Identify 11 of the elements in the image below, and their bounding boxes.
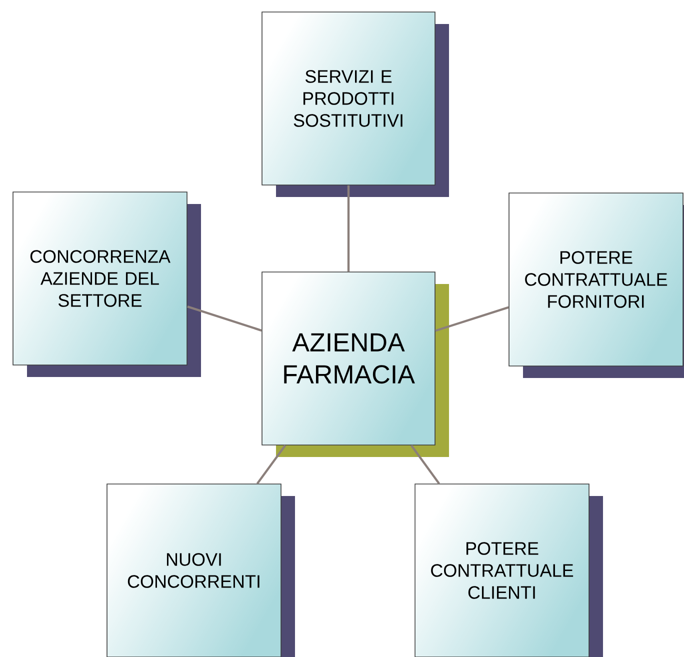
process-box: SERVIZI E PRODOTTI SOSTITUTIVI <box>262 12 449 197</box>
process-box: POTERE CONTRATTUALE FORNITORI <box>508 192 684 378</box>
connector-line <box>410 444 440 484</box>
connector-line <box>187 306 262 332</box>
process-box: AZIENDA FARMACIA <box>262 272 449 457</box>
process-box: NUOVI CONCORRENTI <box>106 484 295 657</box>
process-box: POTERE CONTRATTUALE CLIENTI <box>414 484 603 657</box>
connector-line <box>435 306 509 332</box>
process-box: CONCORRENZA AZIENDE DEL SETTORE <box>12 192 201 377</box>
connector-line <box>256 444 286 484</box>
connector-line <box>347 185 350 272</box>
